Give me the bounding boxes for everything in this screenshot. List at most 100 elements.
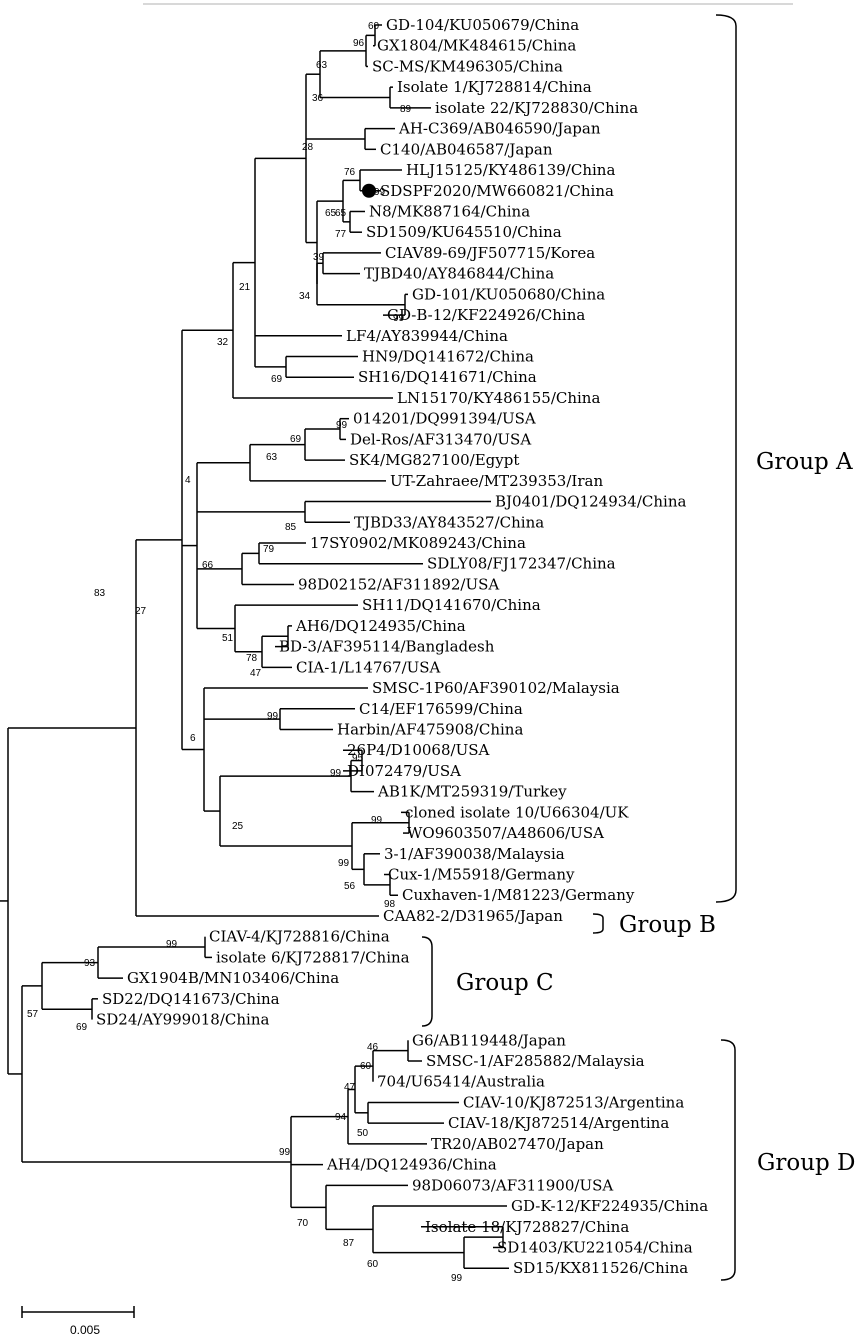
bootstrap-value: 21 xyxy=(239,282,251,293)
bootstrap-value: 99 xyxy=(336,420,348,431)
leaf-label: SD15/KX811526/China xyxy=(513,1259,688,1277)
bootstrap-value: 47 xyxy=(250,668,262,679)
leaf-label: SMSC-1P60/AF390102/Malaysia xyxy=(372,679,620,697)
bootstrap-value: 87 xyxy=(343,1238,355,1249)
leaf-label: Cuxhaven-1/M81223/Germany xyxy=(402,886,635,904)
leaf-labels: GD-104/KU050679/ChinaGX1804/MK484615/Chi… xyxy=(96,16,708,1277)
leaf-label: 17SY0902/MK089243/China xyxy=(310,534,526,552)
group-d-bracket xyxy=(720,1039,736,1281)
bootstrap-value: 39 xyxy=(313,252,325,263)
leaf-label: SDLY08/FJ172347/China xyxy=(427,555,616,573)
leaf-label: WO9603507/A48606/USA xyxy=(407,824,604,842)
leaf-label: CIAV-18/KJ872514/Argentina xyxy=(448,1114,669,1132)
bootstrap-value: 93 xyxy=(84,958,96,969)
group-c-bracket xyxy=(421,936,433,1027)
leaf-label: UT-Zahraee/MT239353/Iran xyxy=(390,472,603,490)
highlight-marker-icon xyxy=(362,183,376,198)
leaf-label: AH4/DQ124936/China xyxy=(326,1156,497,1174)
bootstrap-value: 65 xyxy=(335,208,347,219)
leaf-label: SK4/MG827100/Egypt xyxy=(349,451,519,469)
scale-bar: 0.005 xyxy=(21,1306,135,1337)
bootstrap-value: 46 xyxy=(367,1042,379,1053)
leaf-label: SMSC-1/AF285882/Malaysia xyxy=(426,1052,645,1070)
leaf-label: AH6/DQ124935/China xyxy=(295,617,466,635)
bootstrap-value: 98 xyxy=(384,899,396,910)
bootstrap-value: 95 xyxy=(352,753,364,764)
bootstrap-value: 99 xyxy=(451,1273,463,1284)
leaf-label: DI072479/USA xyxy=(347,762,461,780)
bootstrap-value: 32 xyxy=(217,337,229,348)
leaf-label: Cux-1/M55918/Germany xyxy=(388,866,575,884)
leaf-label: AB1K/MT259319/Turkey xyxy=(377,783,567,801)
bootstrap-value: 36 xyxy=(312,93,324,104)
bootstrap-value: 99 xyxy=(374,187,386,198)
bootstrap-value: 4 xyxy=(185,475,191,486)
leaf-label: CAA82-2/D31965/Japan xyxy=(383,907,563,925)
group-c-label: Group C xyxy=(456,970,554,996)
group-b-bracket xyxy=(592,913,604,934)
bootstrap-value: 99 xyxy=(393,313,405,324)
bootstrap-value: 51 xyxy=(222,633,234,644)
leaf-label: TJBD33/AY843527/China xyxy=(354,513,544,531)
leaf-label: HN9/DQ141672/China xyxy=(362,348,534,366)
bootstrap-value: 66 xyxy=(202,560,214,571)
bootstrap-value: 89 xyxy=(400,104,412,115)
bootstrap-value: 99 xyxy=(371,815,383,826)
leaf-label: SD1403/KU221054/China xyxy=(497,1238,693,1256)
leaf-label: isolate 22/KJ728830/China xyxy=(435,99,638,117)
bootstrap-value: 69 xyxy=(271,374,283,385)
bootstrap-value: 56 xyxy=(344,881,356,892)
bootstrap-value: 60 xyxy=(367,1259,379,1270)
leaf-label: 98D06073/AF311900/USA xyxy=(412,1176,613,1194)
bootstrap-value: 63 xyxy=(266,452,278,463)
bootstrap-value: 27 xyxy=(135,606,147,617)
bootstrap-value: 57 xyxy=(27,1009,39,1020)
leaf-label: C140/AB046587/Japan xyxy=(380,140,553,158)
bootstrap-value: 6 xyxy=(190,733,196,744)
bootstrap-value: 96 xyxy=(353,38,365,49)
leaf-label: TR20/AB027470/Japan xyxy=(431,1135,604,1153)
bootstrap-value: 25 xyxy=(232,821,244,832)
leaf-label: TJBD40/AY846844/China xyxy=(364,265,554,283)
leaf-label: BD-3/AF395114/Bangladesh xyxy=(279,638,495,656)
bootstrap-value: 78 xyxy=(246,653,258,664)
leaf-label: GX1904B/MN103406/China xyxy=(127,969,339,987)
bootstrap-value: 94 xyxy=(335,1112,347,1123)
bootstrap-value: 99 xyxy=(279,1147,291,1158)
leaf-label: 98D02152/AF311892/USA xyxy=(298,575,499,593)
bootstrap-value: 70 xyxy=(297,1218,309,1229)
leaf-label: SH11/DQ141670/China xyxy=(362,596,541,614)
leaf-label: Isolate 18/KJ728827/China xyxy=(425,1218,629,1236)
bootstrap-value: 65 xyxy=(325,208,337,219)
bootstrap-value: 50 xyxy=(357,1128,369,1139)
leaf-label: LN15170/KY486155/China xyxy=(397,389,600,407)
leaf-label: cloned isolate 10/U66304/UK xyxy=(405,803,629,821)
bootstrap-value: 76 xyxy=(344,167,356,178)
leaf-label: 26P4/D10068/USA xyxy=(347,741,489,759)
leaf-label: 3-1/AF390038/Malaysia xyxy=(384,845,565,863)
leaf-label: N8/MK887164/China xyxy=(369,202,530,220)
leaf-label: SD22/DQ141673/China xyxy=(102,990,280,1008)
leaf-label: CIAV-4/KJ728816/China xyxy=(209,928,390,946)
leaf-label: CIAV-10/KJ872513/Argentina xyxy=(463,1093,684,1111)
leaf-label: AH-C369/AB046590/Japan xyxy=(398,120,601,138)
leaf-label: GD-104/KU050679/China xyxy=(386,16,579,34)
bootstrap-value: 99 xyxy=(338,858,350,869)
bootstrap-value: 69 xyxy=(76,1022,88,1033)
leaf-label: GD-B-12/KF224926/China xyxy=(387,306,585,324)
bootstrap-value: 79 xyxy=(263,544,275,555)
leaf-label: GX1804/MK484615/China xyxy=(377,37,576,55)
leaf-label: HLJ15125/KY486139/China xyxy=(406,161,615,179)
leaf-label: GD-K-12/KF224935/China xyxy=(511,1197,708,1215)
bootstrap-value: 99 xyxy=(267,711,279,722)
bootstrap-value: 60 xyxy=(368,21,380,32)
group-brackets xyxy=(421,14,737,1281)
bootstrap-value: 99 xyxy=(166,939,178,950)
leaf-label: G6/AB119448/Japan xyxy=(412,1031,566,1049)
leaf-label: isolate 6/KJ728817/China xyxy=(216,948,410,966)
bootstrap-value: 69 xyxy=(290,434,302,445)
leaf-label: BJ0401/DQ124934/China xyxy=(495,493,686,511)
bootstrap-values: 6096633689289976656577393499213269996963… xyxy=(27,21,463,1284)
tree-branches xyxy=(0,24,509,1269)
